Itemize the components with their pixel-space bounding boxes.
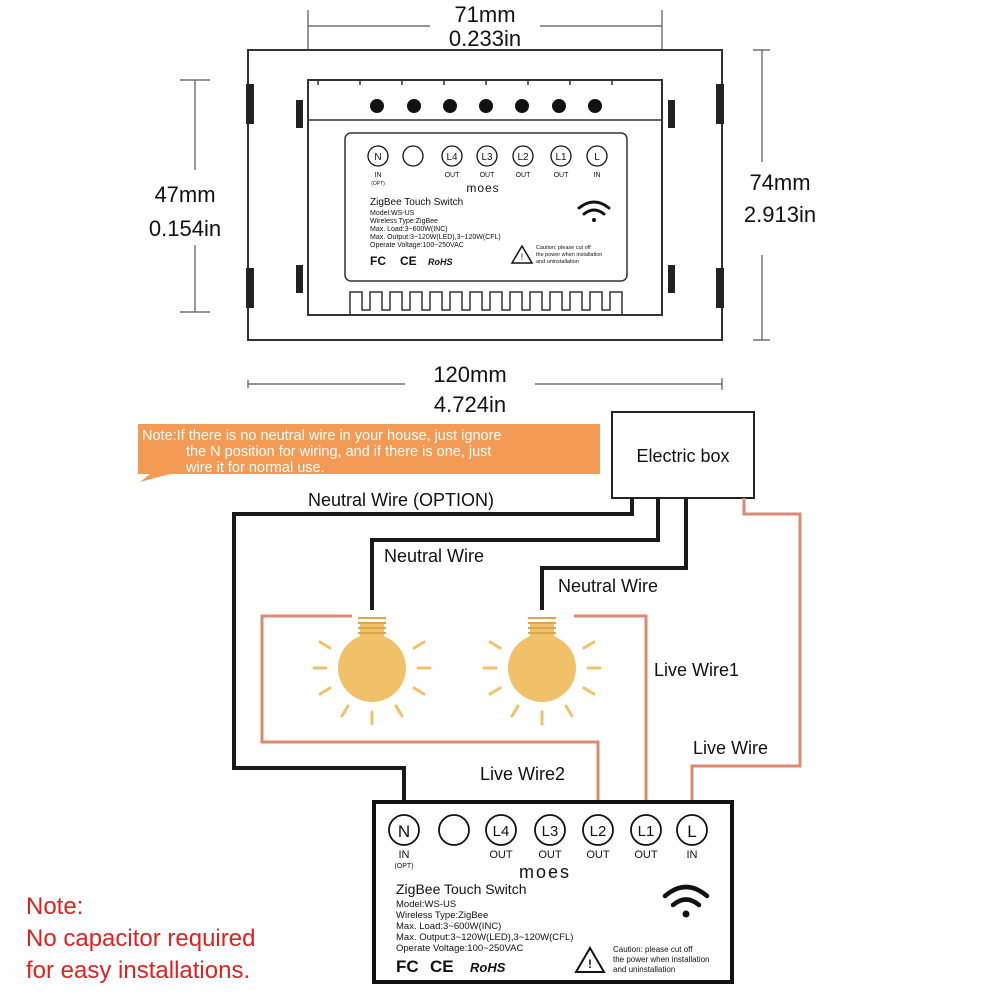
top-caution-3: and uninstallation: [536, 259, 579, 265]
terminal-l: L: [687, 822, 696, 841]
footer-note-line-1: Note:: [26, 893, 83, 920]
module-wireless: Wireless Type:ZigBee: [396, 910, 488, 921]
top-model: Model:WS-US: [370, 210, 415, 217]
note-line-2: the N position for wiring, and if there …: [186, 444, 491, 460]
sub-out-l3: OUT: [538, 849, 562, 861]
terminal-l2: L2: [590, 823, 607, 840]
top-sub-opt: (OPT): [371, 181, 385, 187]
top-sub-out-l1: OUT: [554, 172, 570, 179]
sub-out-l4: OUT: [489, 849, 513, 861]
note-line-3: wire it for normal use.: [185, 460, 325, 476]
footer-note-line-2: No capacitor required: [26, 925, 255, 952]
dim-total-width-in: 4.724in: [434, 392, 506, 417]
note-line-1: Note:If there is no neutral wire in your…: [142, 428, 501, 444]
top-cert-fc: FC: [370, 254, 386, 268]
bottom-module: N L4 L3 L2 L1 L IN (OPT) OUT OUT OUT OUT…: [372, 800, 734, 984]
dim-inner-height-mm: 47mm: [154, 182, 215, 207]
live-wires: [260, 498, 802, 818]
top-warning-icon: !: [510, 244, 534, 264]
caution-3: and uninstallation: [613, 965, 675, 974]
neutral-wires: [232, 498, 688, 818]
sub-out-l1: OUT: [634, 849, 658, 861]
label-live-wire-2: Live Wire2: [480, 764, 565, 784]
sub-in-n: IN: [399, 849, 410, 861]
top-module-title: ZigBee Touch Switch: [370, 197, 463, 208]
svg-text:!: !: [521, 252, 524, 262]
bulb-2-icon: [482, 616, 602, 726]
top-terminal-l3: L3: [481, 152, 493, 163]
dim-inner-height-in: 0.154in: [149, 216, 221, 241]
top-sub-out-l4: OUT: [445, 172, 461, 179]
brand-logo: MOES: [519, 862, 571, 882]
caution-1: Caution: please cut off: [613, 945, 693, 954]
neutral-note-callout: Note:If there is no neutral wire in your…: [138, 424, 600, 482]
module-max-load: Max. Load:3~600W(INC): [396, 921, 501, 932]
top-terminal-l: L: [594, 152, 600, 163]
cert-ce: CE: [430, 957, 454, 976]
top-voltage: Operate Voltage:100~250VAC: [370, 242, 464, 249]
cert-rohs: RoHS: [470, 960, 506, 975]
top-dimension-drawing: 71mm 0.233in 47mm 0.154in 74mm 2.913in 1…: [149, 2, 816, 417]
top-brand-logo: MOES: [466, 181, 499, 195]
top-sub-out-l2: OUT: [516, 172, 532, 179]
sub-in-l: IN: [687, 849, 698, 861]
top-caution-1: Caution: please cut off: [536, 245, 591, 251]
terminal-l4: L4: [493, 823, 510, 840]
warning-icon: !: [574, 946, 606, 973]
module-max-output: Max. Output:3~120W(LED),3~120W(CFL): [396, 932, 573, 943]
dim-total-width-mm: 120mm: [433, 362, 506, 387]
bulb-1-icon: [312, 616, 432, 726]
module-title: ZigBee Touch Switch: [396, 881, 526, 897]
top-caution-2: the power when installation: [536, 252, 602, 258]
terminal-l3: L3: [542, 823, 559, 840]
dim-width-mm: 71mm: [454, 2, 515, 27]
sub-out-l2: OUT: [586, 849, 610, 861]
terminal-l1: L1: [638, 823, 655, 840]
top-max-load: Max. Load:3~600W(INC): [370, 226, 448, 233]
dim-width-in: 0.233in: [449, 26, 521, 51]
top-terminal-l2: L2: [517, 152, 529, 163]
label-neutral-wire-2: Neutral Wire: [558, 576, 658, 596]
module-model: Model:WS-US: [396, 899, 456, 910]
top-terminal-l4: L4: [446, 152, 458, 163]
cert-fc: FC: [396, 957, 419, 976]
dim-height-in: 2.913in: [744, 202, 816, 227]
top-sub-in-n: IN: [375, 172, 382, 179]
svg-text:!: !: [588, 957, 592, 971]
label-neutral-wire-1: Neutral Wire: [384, 546, 484, 566]
top-sub-out-l3: OUT: [480, 172, 496, 179]
top-cert-ce: CE: [400, 254, 417, 268]
top-wireless: Wireless Type:ZigBee: [370, 218, 438, 225]
top-cert-rohs: RoHS: [428, 257, 453, 267]
top-terminal-l1: L1: [555, 152, 567, 163]
top-terminal-n: N: [374, 152, 381, 163]
top-terminals: [367, 145, 608, 167]
electric-box: [611, 411, 755, 499]
label-live-wire: Live Wire: [693, 738, 768, 758]
label-neutral-option: Neutral Wire (OPTION): [308, 490, 494, 510]
label-live-wire-1: Live Wire1: [654, 660, 739, 680]
dim-height-mm: 74mm: [749, 170, 810, 195]
terminal-n: N: [398, 822, 410, 841]
module-voltage: Operate Voltage:100~250VAC: [396, 943, 524, 954]
top-wifi-icon: [577, 200, 611, 222]
sub-opt: (OPT): [394, 863, 413, 870]
top-max-output: Max. Output:3~120W(LED),3~120W(CFL): [370, 234, 501, 241]
footer-note-line-3: for easy installations.: [26, 957, 250, 984]
electric-box-label: Electric box: [636, 446, 729, 466]
wifi-icon: [662, 884, 710, 918]
caution-2: the power when installation: [613, 955, 710, 964]
top-sub-in-l: IN: [594, 172, 601, 179]
